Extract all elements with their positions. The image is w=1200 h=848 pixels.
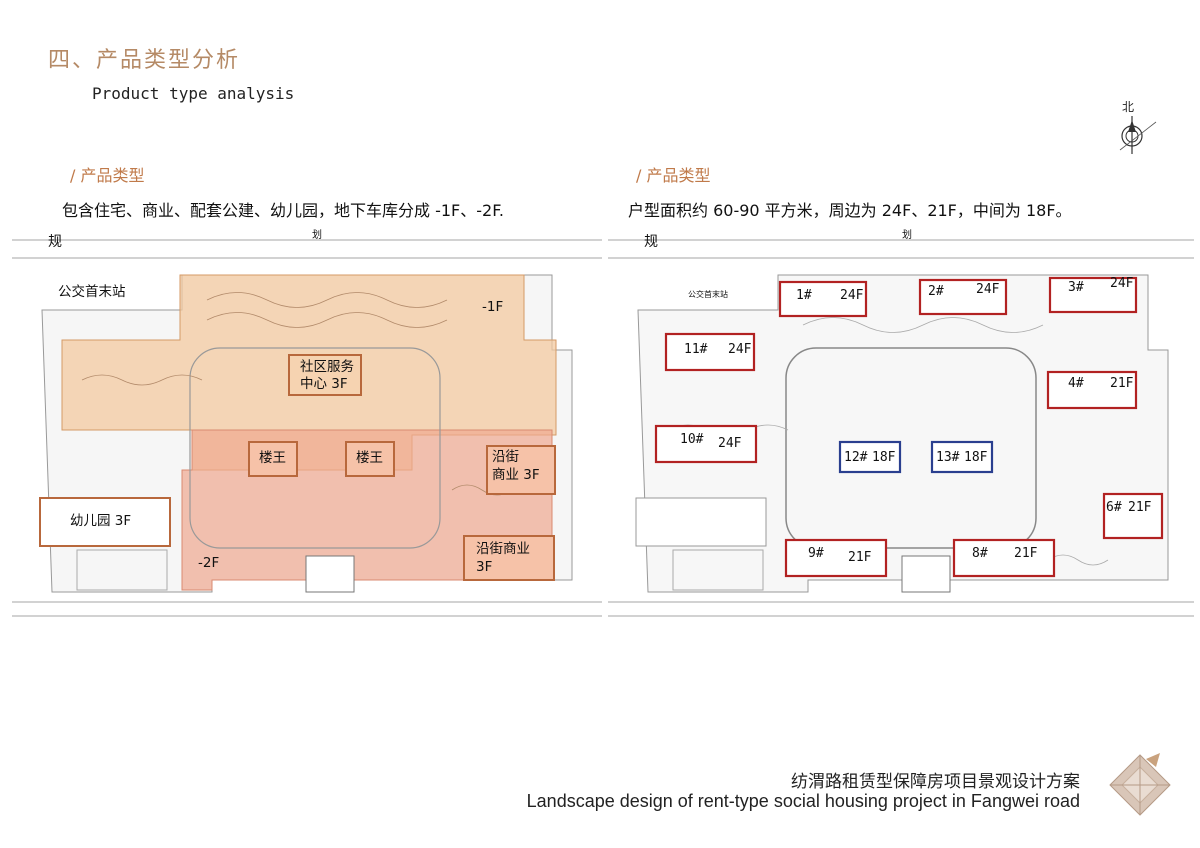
building-1 — [778, 280, 868, 318]
road-mark-left: 规 — [48, 234, 62, 250]
building-4 — [1046, 370, 1138, 410]
right-plan-drawing — [608, 230, 1194, 640]
building-9 — [784, 538, 888, 578]
building-6-floors: 21F — [1128, 500, 1152, 515]
building-8-floors: 21F — [1014, 546, 1038, 561]
building-10-id: 10# — [680, 432, 704, 447]
left-description: 包含住宅、商业、配套公建、幼儿园，地下车库分成 -1F、-2F. — [62, 201, 504, 220]
road-mark-right-2: 划 — [902, 230, 912, 241]
building-9-id: 9# — [808, 546, 824, 561]
right-description: 户型面积约 60-90 平方米，周边为 24F、21F，中间为 18F。 — [628, 201, 1072, 220]
road-mark-right: 规 — [644, 234, 658, 250]
service-center-label-1: 社区服务 — [300, 359, 354, 375]
compass-icon — [1119, 116, 1157, 154]
bus-station-small-label: 公交首末站 — [688, 290, 728, 299]
left-site-plan: 规 划 公交首末站 -1F 社区服务 中心 3F 楼王 楼王 沿街 商业 3F … — [12, 230, 602, 640]
brand-logo-icon — [1100, 745, 1180, 829]
building-2-floors: 24F — [976, 282, 1000, 297]
lou-wang-label-2: 楼王 — [356, 450, 383, 466]
building-11-floors: 24F — [728, 342, 752, 357]
lou-wang-label-1: 楼王 — [259, 450, 286, 466]
road-mark-left-2: 划 — [312, 230, 322, 241]
footer-title-cn: 纺渭路租赁型保障房项目景观设计方案 — [791, 772, 1080, 792]
page-title: 四、产品类型分析 — [48, 48, 241, 73]
building-11-id: 11# — [684, 342, 708, 357]
north-compass: 北 — [1110, 98, 1160, 162]
building-3-floors: 24F — [1110, 276, 1134, 291]
service-center-label-2: 中心 3F — [300, 376, 348, 392]
building-13-id: 13# — [936, 450, 960, 465]
building-2 — [918, 278, 1008, 316]
footer-title-en: Landscape design of rent-type social hou… — [526, 791, 1080, 811]
street-biz-label-2: 商业 3F — [492, 467, 540, 483]
building-6 — [1102, 492, 1164, 540]
building-13 — [930, 440, 994, 474]
building-12 — [838, 440, 902, 474]
right-section-title: / 产品类型 — [636, 166, 711, 185]
compass-label: 北 — [1122, 100, 1135, 114]
building-6-id: 6# — [1106, 500, 1122, 515]
street-biz-label-1: 沿街 — [492, 449, 519, 465]
building-3 — [1048, 276, 1138, 314]
building-9-floors: 21F — [848, 550, 872, 565]
kindergarten-label: 幼儿园 3F — [70, 513, 132, 529]
bus-station-label: 公交首末站 — [58, 284, 126, 300]
right-site-plan: 规 划 公交首末站 1# 24F 2# 24F 3# 24F 11# 24F 4… — [608, 230, 1194, 640]
building-13-floors: 18F — [964, 450, 988, 465]
building-2-id: 2# — [928, 284, 944, 299]
building-12-id: 12# — [844, 450, 868, 465]
basement-minus2-label: -2F — [198, 555, 220, 571]
street-biz2-label-2: 3F — [476, 559, 493, 575]
building-1-floors: 24F — [840, 288, 864, 303]
building-11 — [664, 332, 756, 372]
left-plan-drawing — [12, 230, 602, 640]
street-biz2-label-1: 沿街商业 — [476, 541, 530, 557]
building-8 — [952, 538, 1056, 578]
building-12-floors: 18F — [872, 450, 896, 465]
basement-minus1-label: -1F — [482, 299, 504, 315]
building-10-floors: 24F — [718, 436, 742, 451]
page-subtitle: Product type analysis — [92, 84, 295, 103]
building-1-id: 1# — [796, 288, 812, 303]
building-4-id: 4# — [1068, 376, 1084, 391]
left-section-title: / 产品类型 — [70, 166, 145, 185]
building-10 — [654, 424, 758, 464]
building-4-floors: 21F — [1110, 376, 1134, 391]
building-8-id: 8# — [972, 546, 988, 561]
building-3-id: 3# — [1068, 280, 1084, 295]
